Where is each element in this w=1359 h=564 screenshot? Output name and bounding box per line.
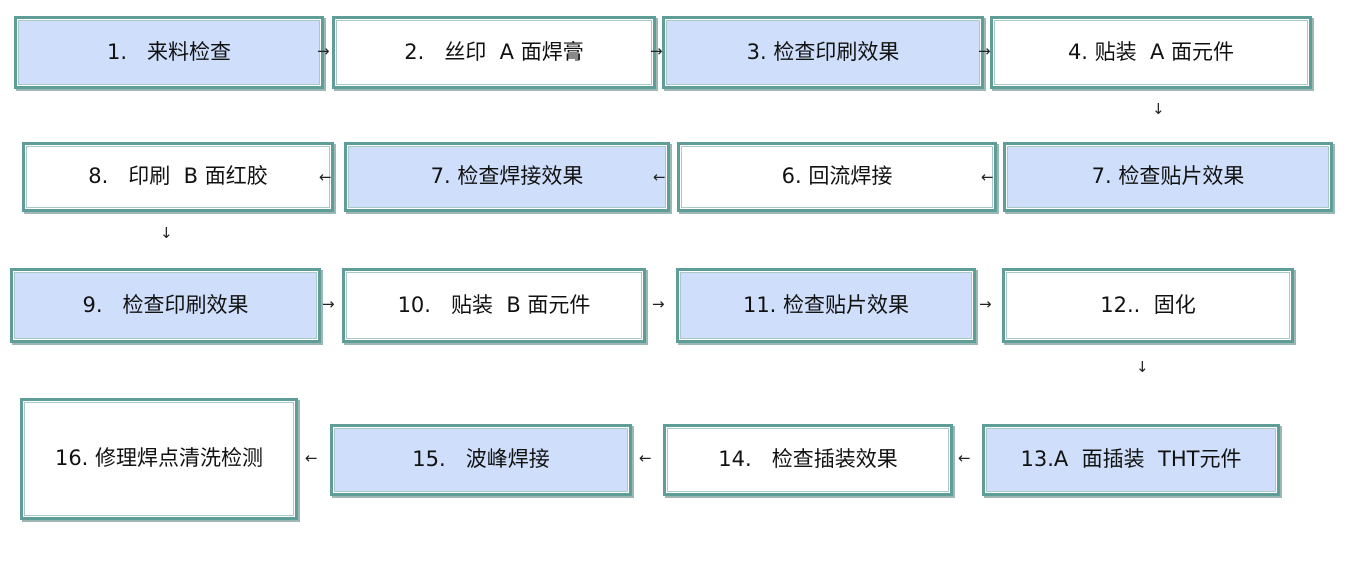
arrow-left: ← [305, 449, 318, 467]
arrow-left: ← [958, 449, 971, 467]
step-4-label: 4. 贴装 A 面元件 [1067, 39, 1235, 64]
arrow-left: ← [981, 168, 994, 186]
step-1-label: 1. 来料检查 [106, 39, 232, 64]
step-7-placement-label: 7. 检查贴片效果 [1091, 164, 1245, 189]
arrow-down: ↓ [1136, 358, 1149, 376]
step-14-box: 14. 检查插装效果 [663, 424, 953, 496]
step-13-label: 13.A 面插装 THT元件 [1020, 447, 1242, 472]
step-6-label: 6. 回流焊接 [781, 164, 893, 189]
step-1-box: 1. 来料检查 [14, 16, 324, 89]
step-2-box: 2. 丝印 A 面焊膏 [332, 16, 656, 89]
step-14-label: 14. 检查插装效果 [718, 447, 898, 472]
step-7-placement-box: 7. 检查贴片效果 [1003, 142, 1333, 212]
arrow-right: → [979, 295, 992, 313]
arrow-left: ← [653, 168, 666, 186]
step-12-label: 12.. 固化 [1100, 292, 1196, 317]
arrow-right: → [652, 295, 665, 313]
arrow-left: ← [319, 168, 332, 186]
step-10-label: 10. 贴装 B 面元件 [397, 292, 591, 317]
step-10-box: 10. 贴装 B 面元件 [342, 268, 646, 343]
step-11-label: 11. 检查贴片效果 [742, 292, 910, 317]
arrow-down: ↓ [1152, 100, 1165, 118]
step-2-label: 2. 丝印 A 面焊膏 [404, 39, 584, 64]
step-3-box: 3. 检查印刷效果 [662, 16, 984, 89]
step-15-label: 15. 波峰焊接 [412, 447, 550, 472]
step-4-box: 4. 贴装 A 面元件 [990, 16, 1312, 89]
step-16-label: 16. 修理焊点清洗检测 [54, 446, 264, 471]
step-3-label: 3. 检查印刷效果 [746, 39, 900, 64]
arrow-right: → [978, 42, 991, 60]
arrow-down: ↓ [160, 224, 173, 242]
arrow-right: → [322, 295, 335, 313]
arrow-left: ← [639, 449, 652, 467]
step-7-weld-label: 7. 检查焊接效果 [430, 164, 584, 189]
step-12-box: 12.. 固化 [1002, 268, 1294, 343]
arrow-right: → [650, 42, 663, 60]
step-9-label: 9. 检查印刷效果 [82, 292, 249, 317]
step-9-box: 9. 检查印刷效果 [10, 268, 321, 343]
step-7-weld-box: 7. 检查焊接效果 [344, 142, 670, 212]
step-6-box: 6. 回流焊接 [677, 142, 997, 212]
step-8-label: 8. 印刷 B 面红胶 [88, 164, 268, 189]
step-8-box: 8. 印刷 B 面红胶 [22, 142, 334, 212]
step-11-box: 11. 检查贴片效果 [676, 268, 976, 343]
step-15-box: 15. 波峰焊接 [330, 424, 632, 496]
step-16-box: 16. 修理焊点清洗检测 [20, 398, 298, 520]
arrow-right: → [317, 42, 330, 60]
step-13-box: 13.A 面插装 THT元件 [982, 424, 1280, 496]
